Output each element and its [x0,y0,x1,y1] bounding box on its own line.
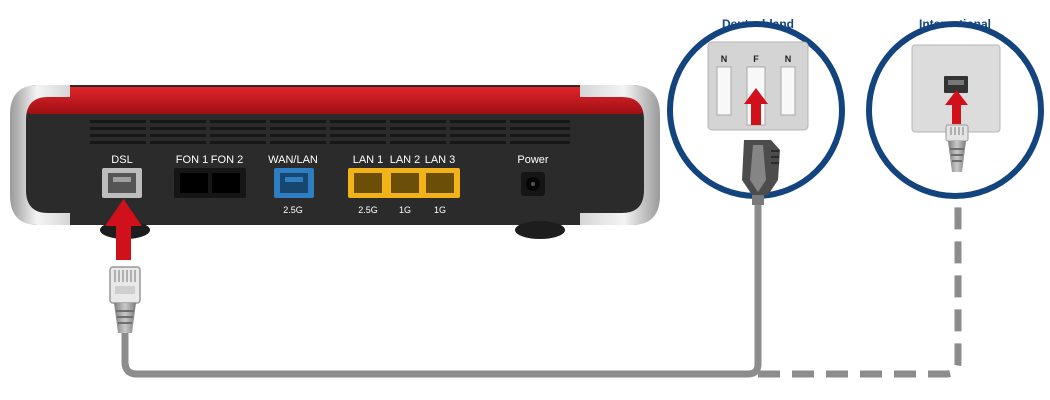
port-label-lan3: LAN 3 [425,154,456,166]
lan-ports [348,168,460,198]
router-foot-right [515,221,565,239]
arrow-up-icon [744,88,768,125]
port-label-dsl: DSL [111,154,132,166]
router-red-band [25,87,645,114]
arrow-up-icon [105,199,142,260]
router-left-cap [10,85,70,225]
speed-label-lan1: 2.5G [358,205,378,215]
wanlan-port [274,168,314,198]
router-vent-dividers [146,118,510,148]
dsl-cable-solid [121,201,762,378]
arrow-up-icon [945,90,968,124]
socket-slot-label-n-right: N [785,54,792,64]
port-label-lan1: LAN 1 [353,154,384,166]
speed-label-lan3: 1G [434,205,446,215]
rj11-wall-socket [911,44,1001,133]
router: DSL FON 1 FON 2 WAN/LAN LAN 1 LAN 2 LAN … [10,85,660,239]
router-right-cap [580,85,660,225]
power-jack [521,172,545,196]
speed-label-wanlan: 2.5G [283,205,303,215]
rj11-plug [945,124,969,172]
port-label-wanlan: WAN/LAN [268,154,318,166]
port-label-power: Power [517,154,549,166]
tae-plug [742,140,780,205]
port-label-lan2: LAN 2 [390,154,421,166]
port-label-fon2: FON 2 [211,154,243,166]
rj45-plug-router [109,266,141,333]
speed-label-lan2: 1G [399,205,411,215]
fon-ports [174,168,246,198]
port-label-fon1: FON 1 [176,154,208,166]
dsl-port [102,168,142,198]
socket-slot-label-n-left: N [721,54,728,64]
dsl-cable-dashed [758,172,962,378]
socket-slot-label-f: F [753,54,759,64]
